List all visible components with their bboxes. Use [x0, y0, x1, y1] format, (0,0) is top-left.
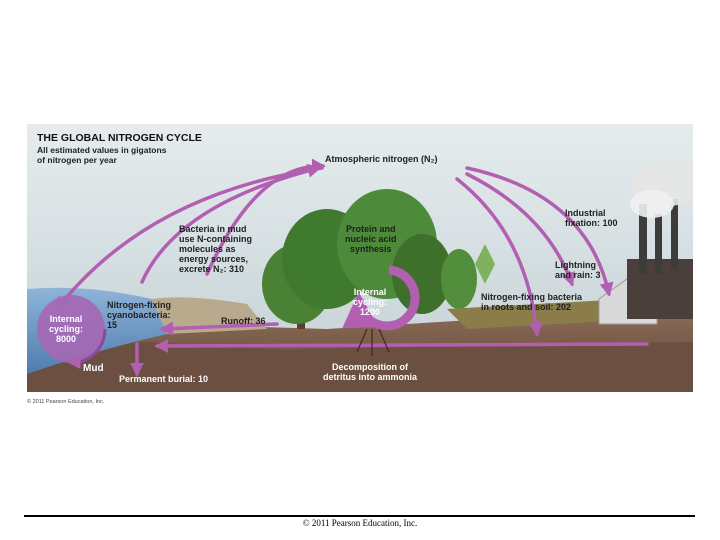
label-nitrogen-fixing-bacteria: Nitrogen-fixing bacteria in roots and so… [481, 292, 583, 312]
arrow-atmosphere-to-lightning [465, 172, 575, 287]
ocean-cycle-arrow [68, 328, 107, 369]
field [447, 299, 647, 329]
label-internal-cycling-ocean: Internal cycling: 8000 [49, 314, 84, 344]
diagram-artwork [27, 124, 693, 392]
label-lightning-rain: Lightning and rain: 3 [555, 260, 601, 280]
figure-title: THE GLOBAL NITROGEN CYCLE [37, 132, 202, 144]
label-industrial-fixation: Industrial fixation: 100 [565, 208, 618, 228]
arrow-land-to-atmosphere [205, 158, 326, 276]
figure-subtitle: All estimated values in gigatons of nitr… [37, 145, 167, 165]
arrow-atmosphere-to-ocean [55, 166, 324, 312]
label-decomposition: Decomposition of detritus into ammonia [323, 362, 418, 382]
mud [27, 342, 693, 392]
ocean-cycle-circle [37, 295, 105, 363]
label-atmospheric-nitrogen: Atmospheric nitrogen (N₂) [325, 154, 438, 164]
land-cycle-arrow [342, 265, 420, 331]
arrow-atmosphere-to-soil [455, 177, 543, 337]
label-bacteria-in-mud: Bacteria in mud use N-containing molecul… [179, 224, 253, 274]
cycle-arrows [55, 158, 649, 377]
factory [598, 162, 693, 325]
label-internal-cycling-land: Internal cycling: 1200 [353, 287, 388, 317]
label-mud: Mud [83, 363, 104, 374]
figure-copyright: © 2011 Pearson Education, Inc. [27, 399, 105, 405]
arrow-mud-to-atmosphere [140, 163, 322, 284]
label-runoff: Runoff: 36 [221, 316, 266, 326]
nitrogen-cycle-figure: THE GLOBAL NITROGEN CYCLE All estimated … [27, 124, 693, 392]
roots [356, 328, 390, 356]
arrow-atmosphere-to-industry [465, 166, 614, 297]
footer-copyright: © 2011 Pearson Education, Inc. [302, 518, 418, 528]
arrow-decomposition [154, 338, 649, 353]
trees [262, 189, 495, 329]
label-permanent-burial: Permanent burial: 10 [119, 374, 209, 384]
label-protein-synthesis: Protein and nucleic acid synthesis [345, 224, 397, 254]
arrow-runoff [159, 321, 279, 336]
label-cyanobacteria: Nitrogen-fixing cyanobacteria: 15 [107, 300, 171, 330]
footer-rule [24, 515, 695, 517]
